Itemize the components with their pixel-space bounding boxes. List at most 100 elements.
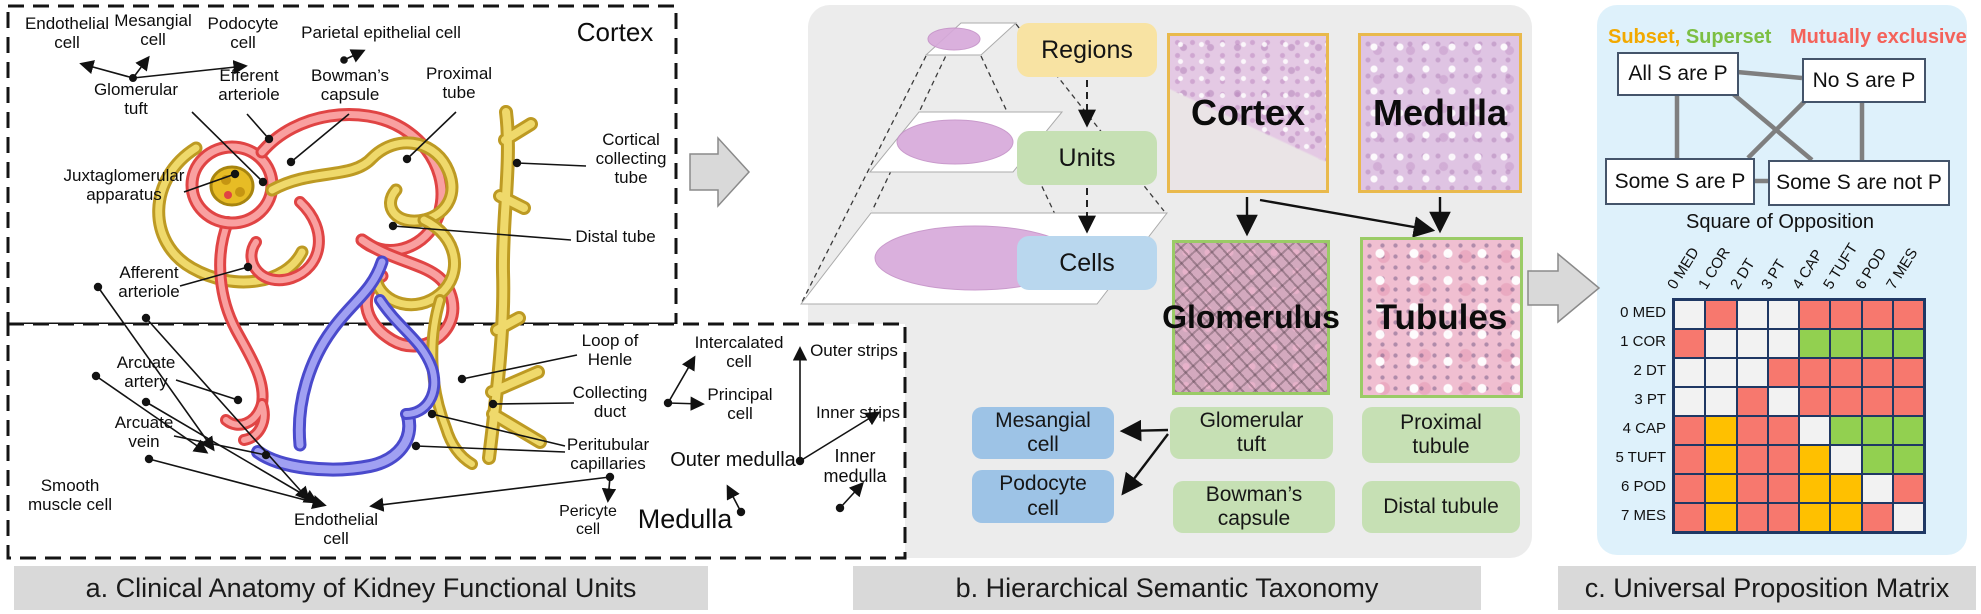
matrix-cell [1799, 503, 1831, 532]
hierarchy-regions-box: Regions [1017, 23, 1157, 77]
matrix-cell [1892, 445, 1924, 474]
matrix-cell [1892, 416, 1924, 445]
matrix-cell [1830, 503, 1862, 532]
proximal-tubule-box: Proximal tubule [1362, 407, 1520, 463]
matrix-row-label: 1 COR [1620, 333, 1666, 350]
glomerulus-histology-image: Glomerulus [1162, 240, 1340, 395]
matrix-cell [1861, 387, 1893, 416]
glomerulus-image-label: Glomerulus [1162, 299, 1340, 335]
matrix-cell [1799, 416, 1831, 445]
matrix-cell [1861, 445, 1893, 474]
superset-legend-label: Superset [1685, 26, 1772, 48]
taxonomy-arrows [1119, 197, 1451, 496]
matrix-cell [1674, 358, 1706, 387]
medulla-image-label: Medulla [1372, 92, 1507, 133]
panel-b-caption: b. Hierarchical Semantic Taxonomy [853, 566, 1481, 610]
matrix-cell [1861, 358, 1893, 387]
matrix-cell [1861, 300, 1893, 329]
matrix-cell [1861, 474, 1893, 503]
arrow-a-to-b-icon [689, 136, 751, 208]
matrix-row-label: 7 MES [1620, 507, 1666, 524]
matrix-cell [1705, 387, 1737, 416]
cortex-image-label: Cortex [1190, 92, 1306, 133]
label-principal-cell: Principal cell [707, 385, 773, 424]
label-peritubular-capillaries: Peritubular capillaries [566, 435, 650, 474]
label-cortex-region: Cortex [576, 17, 654, 47]
matrix-cell [1892, 503, 1924, 532]
label-afferent-arteriole: Afferent arteriole [118, 263, 180, 302]
matrix-cell [1830, 474, 1862, 503]
matrix-cell [1799, 329, 1831, 358]
matrix-cell [1892, 300, 1924, 329]
label-pericyte-cell: Pericyte cell [559, 503, 617, 538]
distal-tubule-box-label: Distal tubule [1383, 494, 1499, 518]
matrix-row-label: 2 DT [1633, 362, 1666, 379]
hierarchy-cells-box: Cells [1017, 236, 1157, 290]
inter-panel-arrows [689, 136, 1601, 324]
matrix-row-label: 0 MED [1620, 304, 1666, 321]
matrix-cell [1830, 445, 1862, 474]
matrix-cell [1830, 329, 1862, 358]
matrix-cell [1799, 474, 1831, 503]
leader-lines [79, 49, 881, 517]
matrix-cell [1767, 329, 1799, 358]
matrix-cell [1736, 474, 1768, 503]
matrix-cell [1861, 503, 1893, 532]
hierarchy-units-box: Units [1017, 131, 1157, 185]
label-inner-strips: Inner strips [815, 403, 901, 422]
tubules-image-label: Tubules [1375, 297, 1508, 337]
matrix-row-label: 6 POD [1620, 478, 1666, 495]
matrix-cell [1705, 329, 1737, 358]
matrix-cell [1674, 416, 1706, 445]
matrix-row-label: 5 TUFT [1615, 449, 1666, 466]
panel-c-caption: c. Universal Proposition Matrix [1558, 566, 1976, 610]
square-of-opposition-title: Square of Opposition [1686, 211, 1874, 233]
glomerular-tuft-box-label: Glomerular tuft [1199, 408, 1304, 456]
matrix-cell [1799, 387, 1831, 416]
label-endothelial-cell-bottom: Endothelial cell [293, 510, 379, 549]
tubules-histology-image: Tubules [1360, 237, 1523, 398]
proposition-matrix [1672, 298, 1926, 534]
glomerular-tuft-box: Glomerular tuft [1170, 407, 1333, 459]
matrix-cell [1736, 358, 1768, 387]
matrix-cell [1767, 358, 1799, 387]
label-efferent-arteriole: Efferent arteriole [218, 66, 280, 105]
label-outer-medulla: Outer medulla [670, 449, 796, 471]
label-juxtaglomerular-apparatus: Juxtaglomerular apparatus [63, 166, 185, 205]
label-glomerular-tuft: Glomerular tuft [93, 80, 179, 119]
bowmans-capsule-box-label: Bowman’s capsule [1205, 482, 1303, 530]
matrix-cell [1861, 416, 1893, 445]
label-outer-strips: Outer strips [810, 341, 898, 360]
matrix-cell [1767, 300, 1799, 329]
proposition-all-s-are-p: All S are P [1617, 52, 1739, 96]
label-podocyte-cell: Podocyte cell [207, 14, 279, 53]
matrix-cell [1892, 474, 1924, 503]
label-cortical-collecting-tube: Cortical collecting tube [595, 130, 667, 188]
label-inner-medulla: Inner medulla [823, 446, 887, 487]
matrix-cell [1799, 358, 1831, 387]
matrix-row-label: 3 PT [1634, 391, 1666, 408]
label-proximal-tube: Proximal tube [425, 64, 493, 103]
matrix-cell [1830, 358, 1862, 387]
matrix-cell [1861, 329, 1893, 358]
matrix-cell [1830, 416, 1862, 445]
label-collecting-duct: Collecting duct [572, 383, 648, 422]
mesangial-cell-box-label: Mesangial cell [995, 408, 1091, 456]
panel-a-caption: a. Clinical Anatomy of Kidney Functional… [14, 566, 708, 610]
medulla-histology-image: Medulla [1358, 33, 1522, 193]
proximal-tubule-box-label: Proximal tubule [1400, 410, 1482, 458]
matrix-cell [1674, 387, 1706, 416]
matrix-cell [1705, 445, 1737, 474]
proposition-no-s-are-p: No S are P [1802, 58, 1926, 103]
distal-tubule-box: Distal tubule [1362, 481, 1520, 533]
matrix-cell [1830, 387, 1862, 416]
anatomy-illustration [159, 112, 540, 470]
label-parietal-epithelial-cell: Parietal epithelial cell [301, 23, 461, 42]
matrix-cell [1767, 503, 1799, 532]
mutually-exclusive-legend: Mutually exclusive [1790, 26, 1967, 48]
label-loop-of-henle: Loop of Henle [581, 331, 639, 370]
matrix-cell [1767, 474, 1799, 503]
matrix-cell [1736, 300, 1768, 329]
matrix-cell [1736, 329, 1768, 358]
